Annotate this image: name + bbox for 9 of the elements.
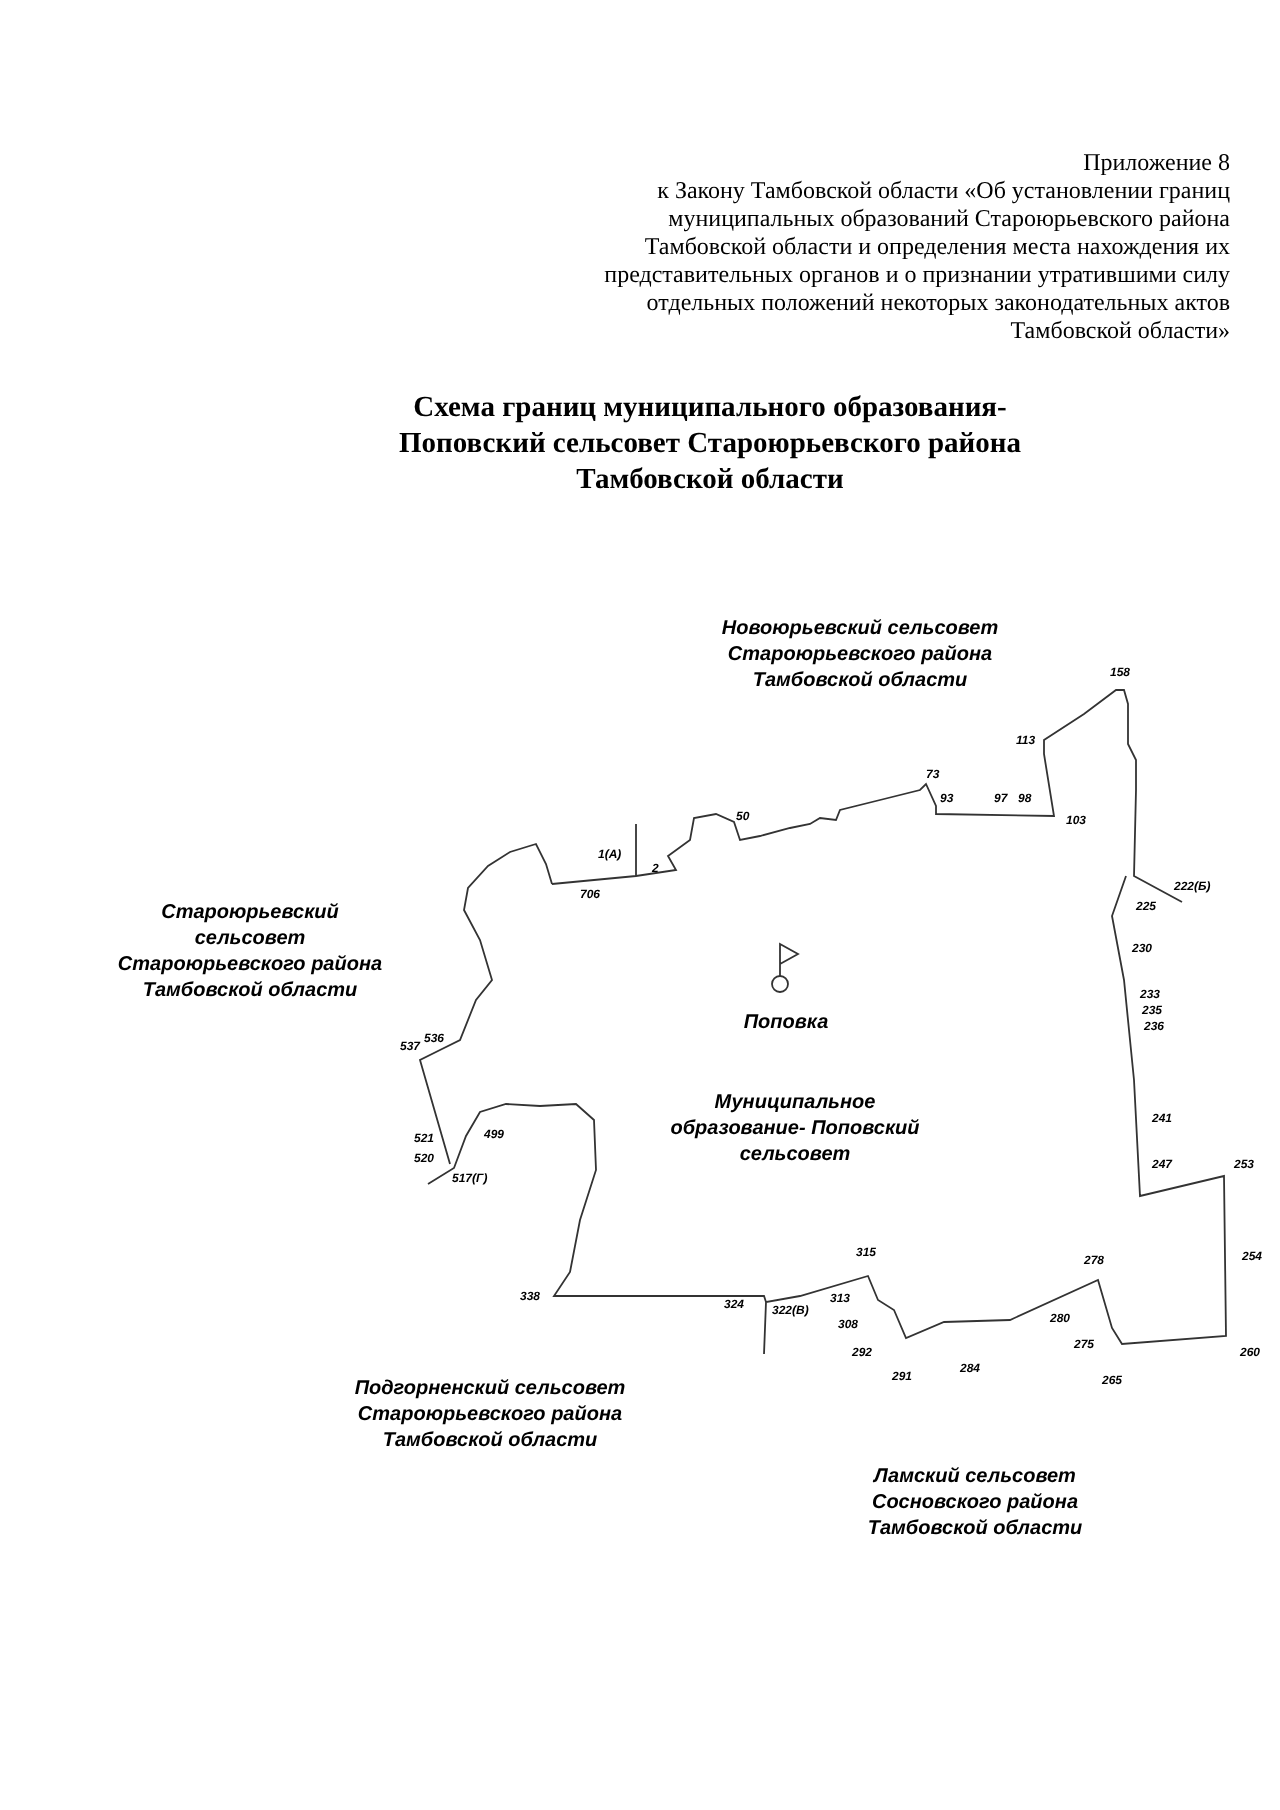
area-name: Подгорненский сельсовет Староюрьевского района Тамбовской области: [352, 1376, 628, 1454]
header-text: Приложение 8: [1083, 148, 1230, 176]
area-name: Новоюрьевский сельсовет Староюрьевского района Тамбовской области: [720, 616, 1000, 694]
header-text: к Закону Тамбовской области «Об установлении границ муниципальных образований Староюрьевского района Тамбовской области и определения места нахождения их представительных органов и о признании утратившими силу отдельных положений некоторых законодательных актов Тамбовской области»: [602, 176, 1230, 344]
area-name: Муниципальное образование- Поповский сельсовет: [670, 1090, 920, 1168]
area-name: Староюрьевский сельсовет Староюрьевского района Тамбовской области: [115, 900, 385, 1004]
settlement-name: Поповка: [741, 1010, 831, 1036]
area-name: Ламский сельсовет Сосновского района Тамбовской области: [865, 1464, 1085, 1542]
map-title: Схема границ муниципального образования- Поповский сельсовет Староюрьевского района Тамбовской области: [397, 390, 1023, 498]
